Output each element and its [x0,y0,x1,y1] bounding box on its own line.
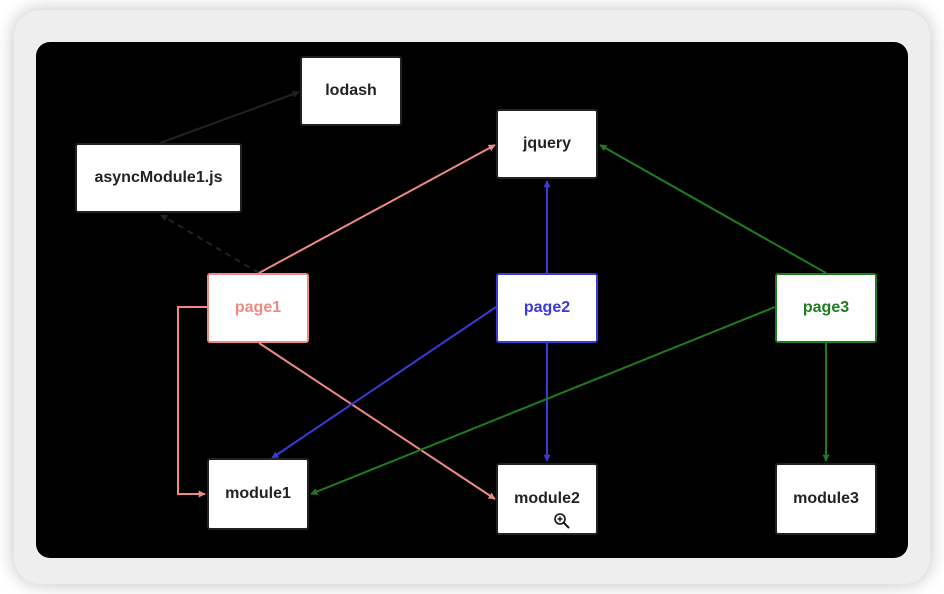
edge-page1-to-module2 [258,342,496,500]
node-jquery[interactable]: jquery [496,109,598,179]
node-module2[interactable]: module2 [496,463,598,535]
node-module1[interactable]: module1 [207,458,309,530]
edge-page1-to-asyncmodule1 [160,214,260,274]
zoom-in-icon [554,513,570,529]
edge-page1-to-module1 [177,306,207,498]
edge-page1-to-jquery [258,144,496,274]
edge-asyncmodule1-to-lodash [159,90,300,144]
node-async-module1[interactable]: asyncModule1.js [75,143,242,213]
node-page3[interactable]: page3 [775,273,877,343]
edge-page3-to-jquery [599,144,827,274]
node-lodash[interactable]: lodash [300,56,402,126]
node-page2[interactable]: page2 [496,273,598,343]
edge-page3-to-module1 [310,306,776,495]
node-page1[interactable]: page1 [207,273,309,343]
edge-page2-to-module1 [271,306,497,459]
node-module3[interactable]: module3 [775,463,877,535]
video-screen [36,42,908,558]
